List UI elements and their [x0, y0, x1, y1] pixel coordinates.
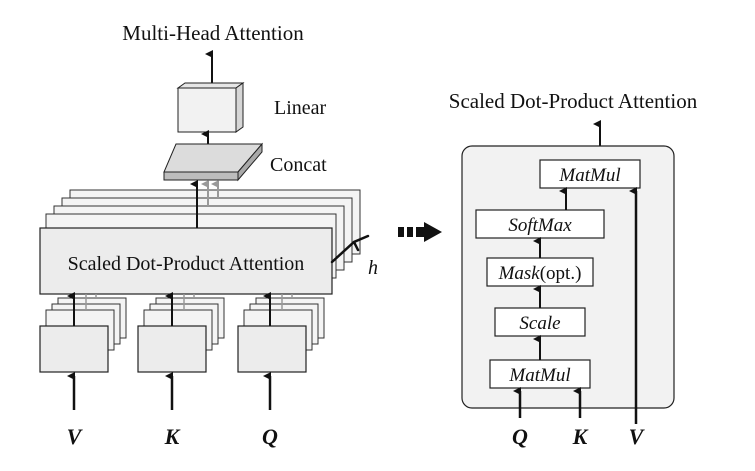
heads-bracket — [330, 234, 370, 264]
q-linear-stack — [237, 297, 325, 373]
q-input-label: Q — [262, 424, 278, 449]
top-matmul-label: MatMul — [558, 165, 620, 186]
q-detail-label: Q — [512, 424, 528, 449]
multi-head-title: Multi-Head Attention — [122, 21, 304, 45]
scale-label: Scale — [519, 313, 560, 334]
sdpa-detail: Scaled Dot-Product Attention MatMul Soft… — [449, 89, 698, 449]
linear-block — [176, 82, 245, 133]
linear-label: Linear — [274, 97, 327, 119]
top-matmul-box — [539, 159, 641, 189]
concat-block — [163, 142, 264, 182]
v-linear-stack — [39, 297, 127, 373]
v-detail-label: V — [629, 424, 646, 449]
k-detail-label: K — [572, 424, 589, 449]
mask-word: Mask — [498, 263, 541, 284]
bottom-matmul-label: MatMul — [508, 365, 570, 386]
softmax-box — [475, 209, 605, 239]
mask-opt: (opt.) — [540, 263, 582, 284]
multi-head-attention: Multi-Head Attention Linear Concat Scale… — [39, 21, 378, 449]
scale-box — [494, 307, 586, 337]
sdpa-stack — [39, 189, 361, 295]
concat-label: Concat — [270, 154, 327, 176]
k-input-label: K — [164, 424, 181, 449]
mask-label: Mask(opt.) — [498, 263, 582, 284]
sdpa-front-box — [39, 227, 333, 295]
sdpa-stack-label: Scaled Dot-Product Attention — [68, 253, 305, 275]
mask-box — [486, 257, 594, 287]
heads-label: h — [368, 257, 378, 279]
sdpa-detail-title: Scaled Dot-Product Attention — [449, 89, 698, 113]
k-linear-stack — [137, 297, 225, 373]
v-input-label: V — [67, 424, 84, 449]
softmax-label: SoftMax — [508, 215, 572, 236]
expand-arrow — [398, 222, 442, 242]
